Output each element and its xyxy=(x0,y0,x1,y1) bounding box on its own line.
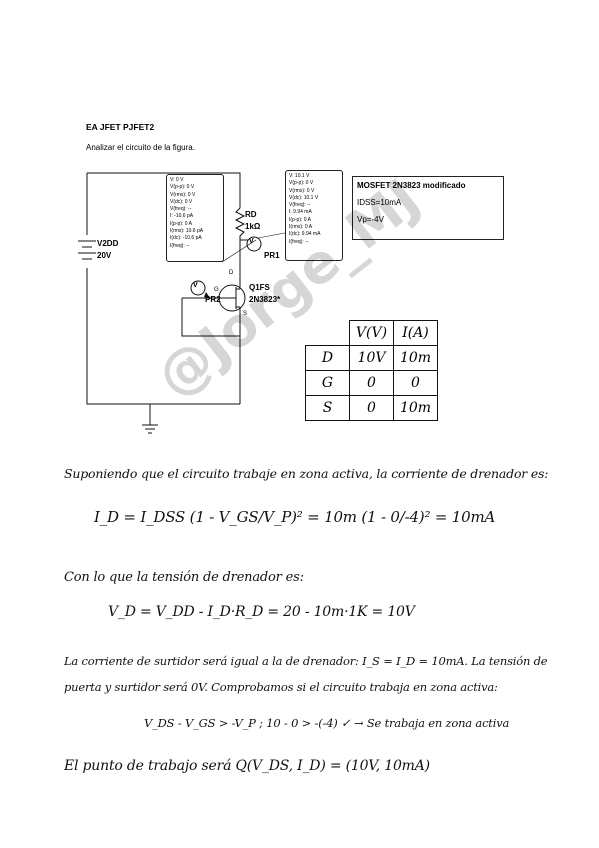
readout-line: I(freq): -- xyxy=(289,238,309,245)
document-subtitle: Analizar el circuito de la figura. xyxy=(86,143,195,152)
readout-line: V(dc): 0 V xyxy=(170,198,193,205)
readout-line: I(rms): 10.6 pA xyxy=(170,228,204,235)
probe1-symbol: V xyxy=(249,238,254,245)
probe1-circle xyxy=(246,236,262,252)
table-row: D 10V 10m xyxy=(305,345,438,371)
spec-box: MOSFET 2N3823 modificado IDSS=10mA Vp=-4… xyxy=(352,176,504,240)
pin-g-label: G xyxy=(214,287,219,293)
table-cell: G xyxy=(305,370,350,396)
readout-line: I: -10.6 pA xyxy=(170,213,194,220)
probe2-symbol: V xyxy=(193,282,198,289)
transistor-model: 2N3823* xyxy=(249,295,281,304)
readout-line: I(dc): 9.94 mA xyxy=(289,231,321,238)
table-header-cell: V(V) xyxy=(349,320,394,346)
readout-line: I(dc): -10.6 pA xyxy=(170,235,202,242)
resistor-name: RD xyxy=(245,210,257,219)
readout-line: V(p-p): 0 V xyxy=(289,180,314,187)
readout-line: I(freq): -- xyxy=(170,242,190,249)
equation-drain-current: I_D = I_DSS (1 - V_GS/V_P)² = 10m (1 - 0… xyxy=(94,508,496,526)
probe2-name: PR2 xyxy=(205,295,221,304)
transistor-name: Q1FS xyxy=(249,283,270,292)
probe2-circle xyxy=(190,280,206,296)
wire-top xyxy=(87,172,241,208)
readout-line: V: 10.1 V xyxy=(289,173,310,179)
resistor-value: 1kΩ xyxy=(245,222,261,231)
readout-line: I: 9.94 mA xyxy=(289,209,312,216)
probe1-name: PR1 xyxy=(264,251,280,260)
spec-vp: Vp=-4V xyxy=(357,215,384,224)
readout-line: V(rms): 0 V xyxy=(289,187,315,194)
readout-line: V: 0 V xyxy=(170,177,184,183)
table-cell: 0 xyxy=(393,370,438,396)
readout-line: I(p-p): 0 A xyxy=(289,216,311,223)
readout-line: V(dc): 10.1 V xyxy=(289,194,319,201)
spec-title: MOSFET 2N3823 modificado xyxy=(357,181,466,190)
resistor-zigzag xyxy=(234,207,246,270)
source-value: 20V xyxy=(97,251,112,260)
table-header-cell: I(A) xyxy=(393,320,438,346)
table-row: G 0 0 xyxy=(305,370,438,396)
table-cell: 10V xyxy=(349,345,394,371)
solution-line-2: Con lo que la tensión de drenador es: xyxy=(64,570,304,585)
table-cell: 10m xyxy=(393,345,438,371)
equation-drain-voltage: V_D = V_DD - I_D·R_D = 20 - 10m·1K = 10V xyxy=(108,604,415,620)
table-cell: 0 xyxy=(349,370,394,396)
table-cell: S xyxy=(305,395,350,421)
solution-line-1: Suponiendo que el circuito trabaje en zo… xyxy=(64,466,549,481)
readout-line: I(p-p): 0 A xyxy=(170,220,192,227)
gate-arrow xyxy=(204,292,210,298)
table-cell: 0 xyxy=(349,395,394,421)
pin-d-label: D xyxy=(229,270,234,276)
probe1-readout: V: 10.1 V V(p-p): 0 V V(rms): 0 V V(dc):… xyxy=(285,170,343,261)
document-title: EA JFET PJFET2 xyxy=(86,122,155,132)
source-name: V2DD xyxy=(97,239,119,248)
equation-active-check: V_DS - V_GS > -V_P ; 10 - 0 > -(-4) ✓ → … xyxy=(144,716,510,730)
readout-line: V(freq): -- xyxy=(170,206,192,213)
gate-to-source-wire xyxy=(181,298,240,337)
table-header-row: V(V) I(A) xyxy=(305,320,438,346)
solution-line-3: La corriente de surtidor será igual a la… xyxy=(64,654,548,668)
solution-operating-point: El punto de trabajo será Q(V_DS, I_D) = … xyxy=(64,758,430,774)
readout-line: V(rms): 0 V xyxy=(170,191,196,198)
spec-idss: IDSS=10mA xyxy=(357,198,402,207)
readout-line: V(freq): -- xyxy=(289,202,311,209)
probe2-readout: V: 0 V V(p-p): 0 V V(rms): 0 V V(dc): 0 … xyxy=(166,174,224,262)
pin-s-label: S xyxy=(243,311,248,317)
table-cell: D xyxy=(305,345,350,371)
wire-left-bottom xyxy=(86,268,240,405)
values-table: V(V) I(A) D 10V 10m G 0 0 S 0 10m xyxy=(305,320,438,421)
readout-line: V(p-p): 0 V xyxy=(170,184,195,191)
solution-line-4: puerta y surtidor será 0V. Comprobamos s… xyxy=(64,680,498,694)
table-cell: 10m xyxy=(393,395,438,421)
table-header-cell xyxy=(305,320,350,346)
table-row: S 0 10m xyxy=(305,395,438,421)
readout-line: I(rms): 0 A xyxy=(289,224,313,231)
